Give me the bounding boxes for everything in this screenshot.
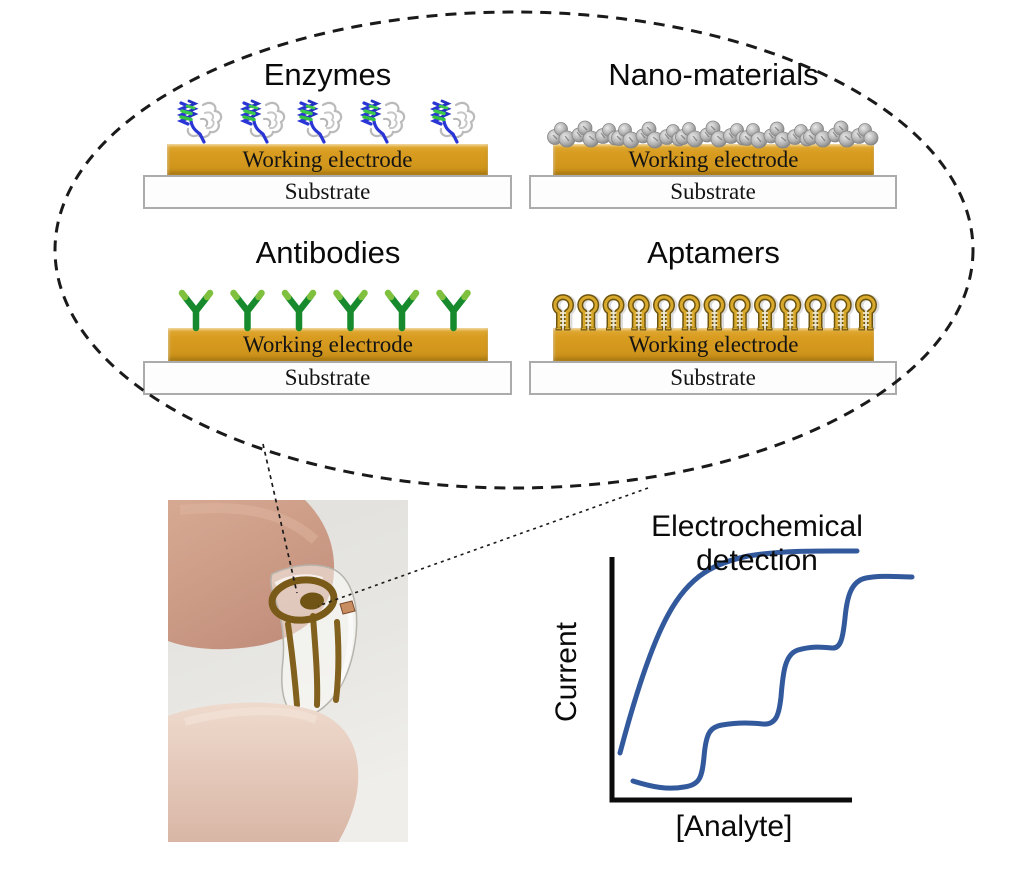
substrate-label: Substrate [670, 179, 756, 204]
flexible-electrode-film [268, 564, 358, 717]
working-electrode-aptamers: Working electrode [553, 328, 874, 361]
staircase-curve [630, 573, 915, 791]
chart-x-axis-label: [Analyte] [675, 810, 793, 843]
substrate-label: Substrate [670, 365, 756, 390]
working-electrode-label: Working electrode [243, 331, 413, 357]
working-electrode-label: Working electrode [628, 146, 799, 172]
substrate-label: Substrate [284, 365, 371, 390]
saturation-curve [617, 548, 860, 756]
substrate-antibodies: Substrate [143, 361, 512, 395]
working-electrode-enzymes: Working electrode [167, 144, 488, 175]
chart-y-axis-label: Current [550, 621, 583, 723]
panel-title-aptamers: Aptamers [647, 235, 780, 270]
fingers-holding-flexible-electrode-photo [168, 500, 408, 842]
chart-title: Electrochemical detection [651, 510, 863, 577]
working-electrode-label: Working electrode [628, 331, 799, 357]
chart-axes [609, 557, 852, 803]
antibody-y-icons [182, 293, 468, 328]
panel-title-enzymes: Enzymes [263, 57, 392, 92]
panel-title-antibodies: Antibodies [255, 235, 401, 270]
panel-title-nano-materials: Nano-materials [608, 57, 819, 92]
substrate-aptamers: Substrate [529, 361, 897, 395]
dashed-callout-ellipse [53, 10, 975, 490]
electrode-traces [285, 613, 342, 708]
nanoparticle-icons [546, 120, 879, 149]
aptamer-hairpin-icons [555, 297, 877, 329]
electrochemical-detection-chart [609, 548, 915, 803]
substrate-enzymes: Substrate [143, 175, 512, 209]
substrate-label: Substrate [284, 179, 371, 204]
thumb [168, 702, 359, 842]
working-electrode-antibodies: Working electrode [168, 328, 488, 361]
callout-connector-line-right [317, 487, 649, 607]
enzyme-protein-icons [179, 99, 476, 144]
electrode-contact-tab [339, 600, 356, 615]
substrate-nano: Substrate [529, 175, 897, 209]
electrode-ring [268, 576, 338, 624]
working-electrode-label: Working electrode [242, 146, 413, 172]
callout-connector-line-left [262, 443, 298, 594]
working-electrode-nano: Working electrode [553, 144, 874, 175]
